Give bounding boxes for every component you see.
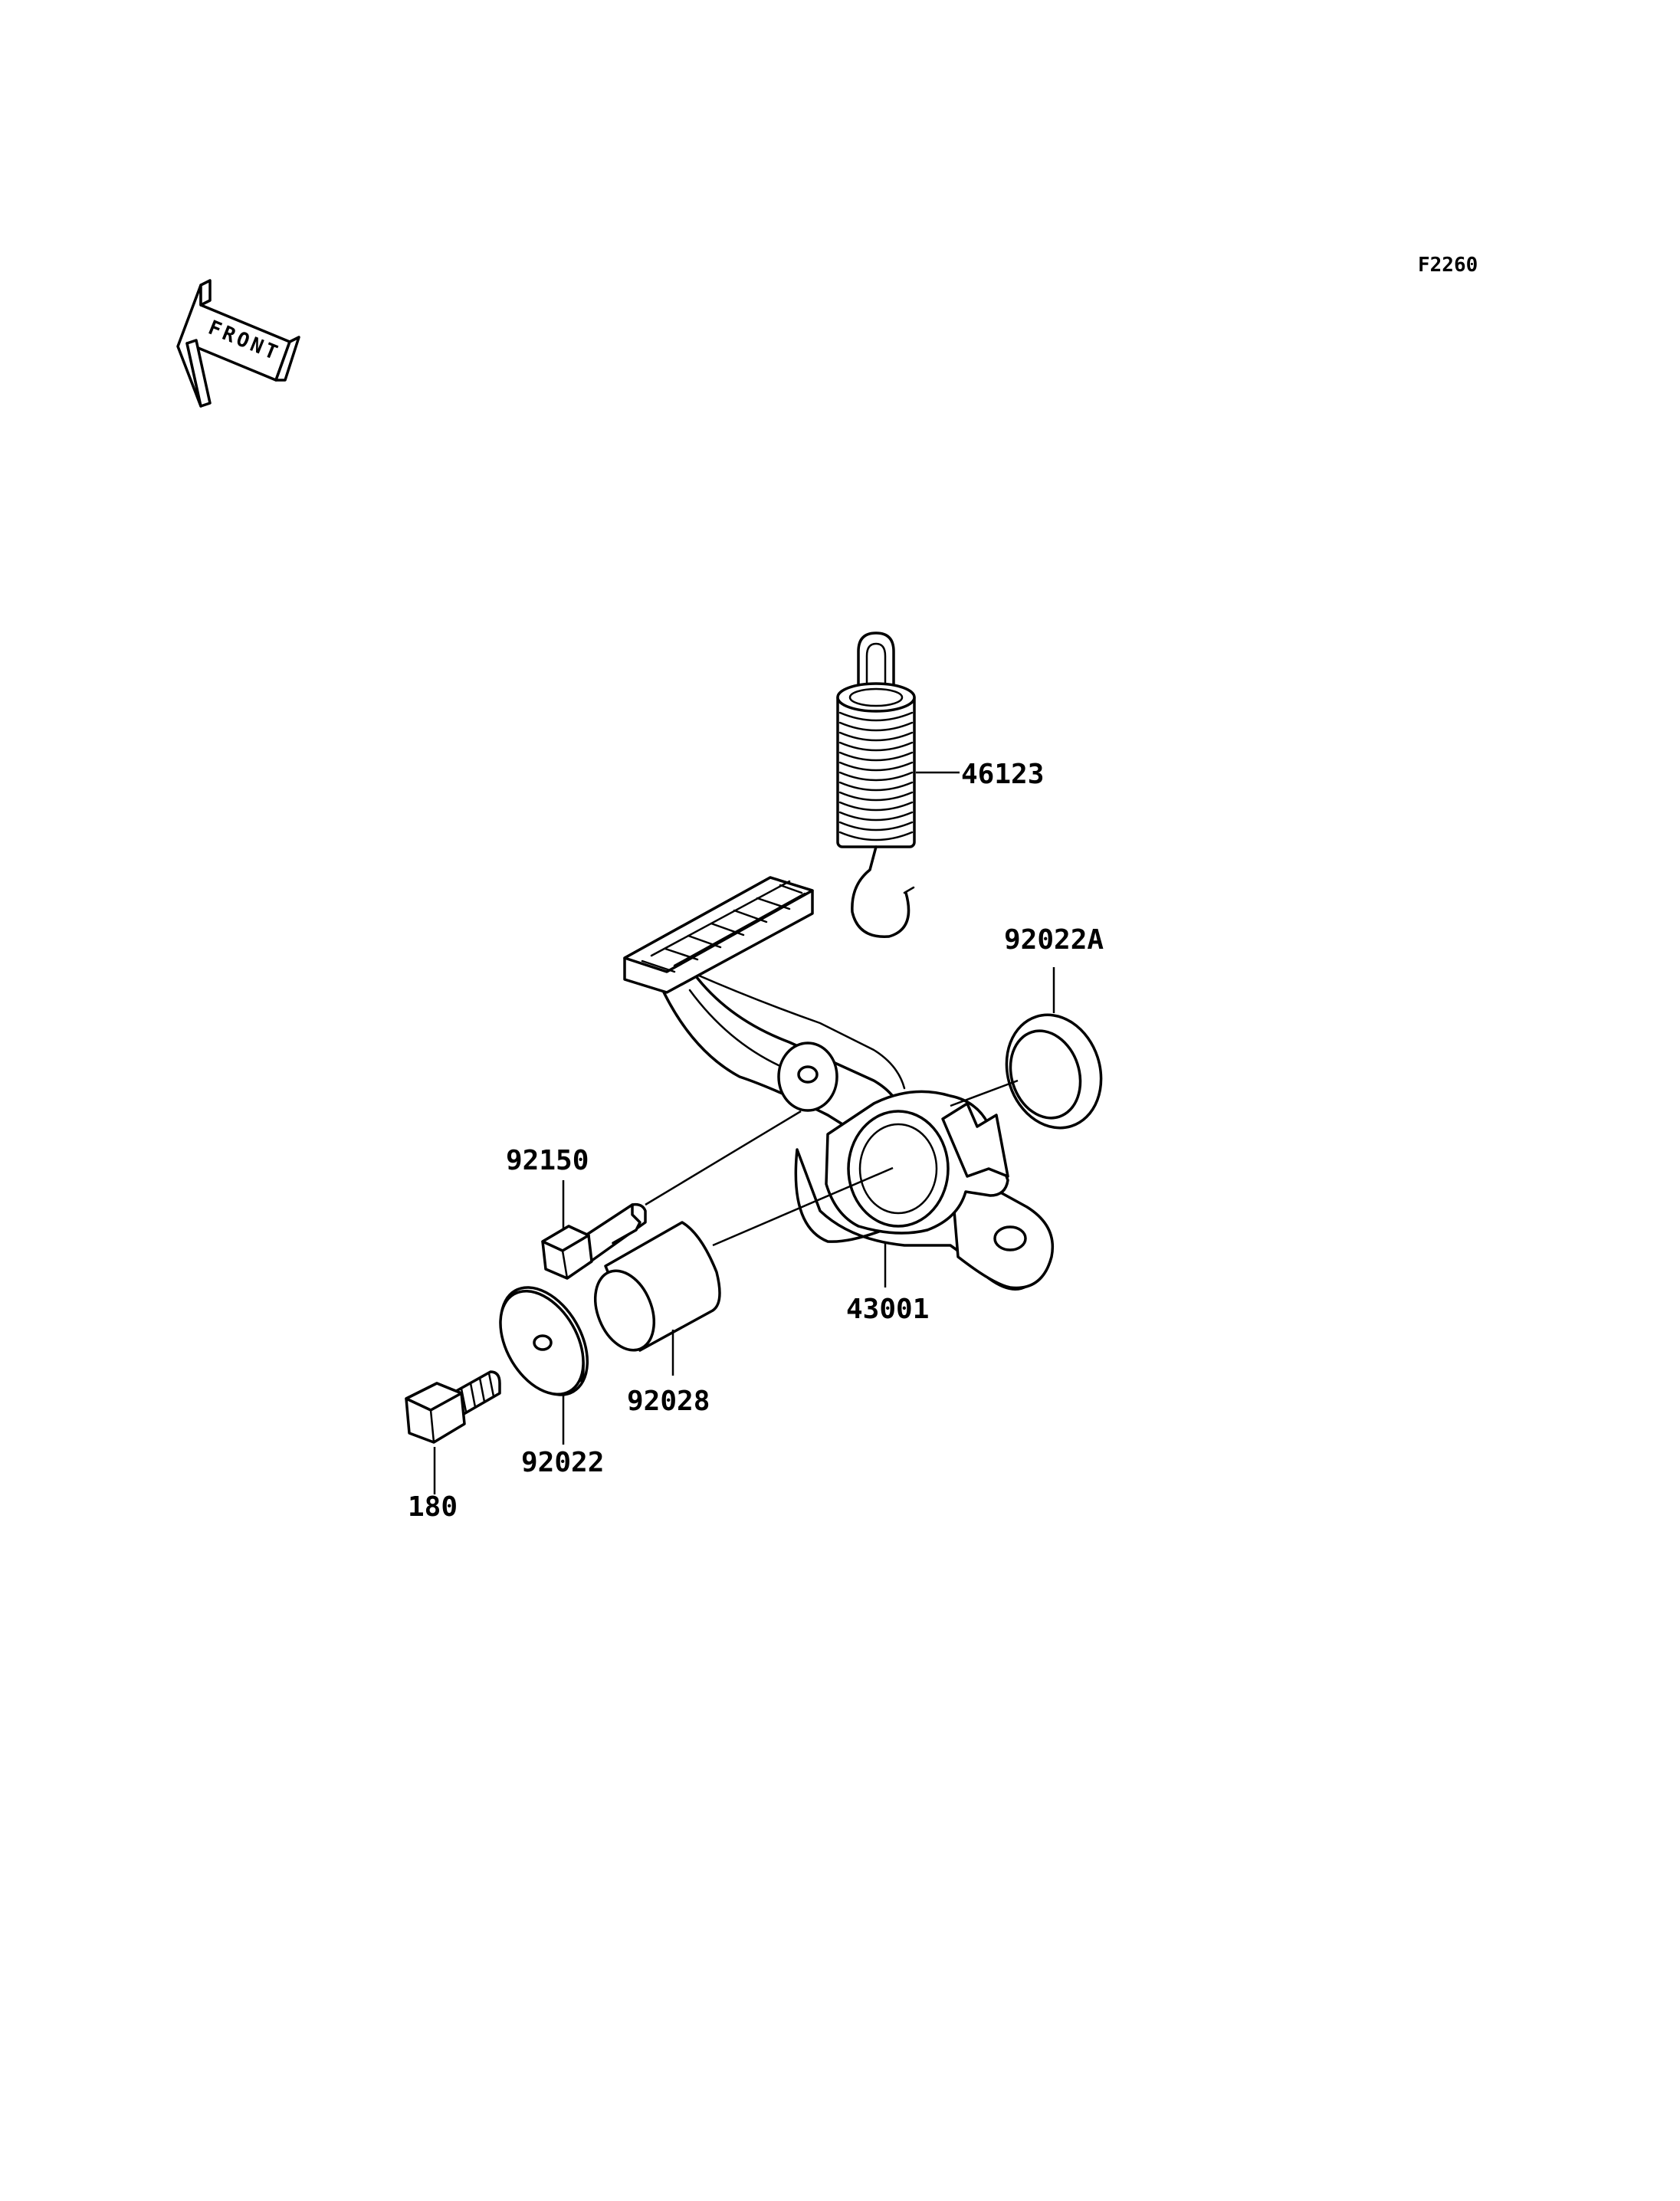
callout-92028: 92028 [627, 1386, 710, 1417]
washer-92022-part [499, 1286, 589, 1396]
figure-code: F2260 [1418, 254, 1478, 277]
callout-92150: 92150 [506, 1145, 589, 1176]
front-arrow-icon: FRONT [176, 279, 300, 408]
callout-43001: 43001 [846, 1294, 929, 1325]
brake-pedal-part [623, 876, 1055, 1291]
callout-92022: 92022 [521, 1447, 604, 1478]
collar-92028-part [594, 1221, 721, 1352]
callout-46123: 46123 [961, 759, 1044, 790]
return-spring-part [836, 631, 916, 938]
bolt-180-part [405, 1370, 501, 1444]
washer-92022a-part [1005, 1013, 1103, 1130]
callout-180: 180 [408, 1491, 458, 1523]
pivot-bolt-92150-part [541, 1202, 647, 1280]
callout-92022a: 92022A [1004, 924, 1104, 956]
